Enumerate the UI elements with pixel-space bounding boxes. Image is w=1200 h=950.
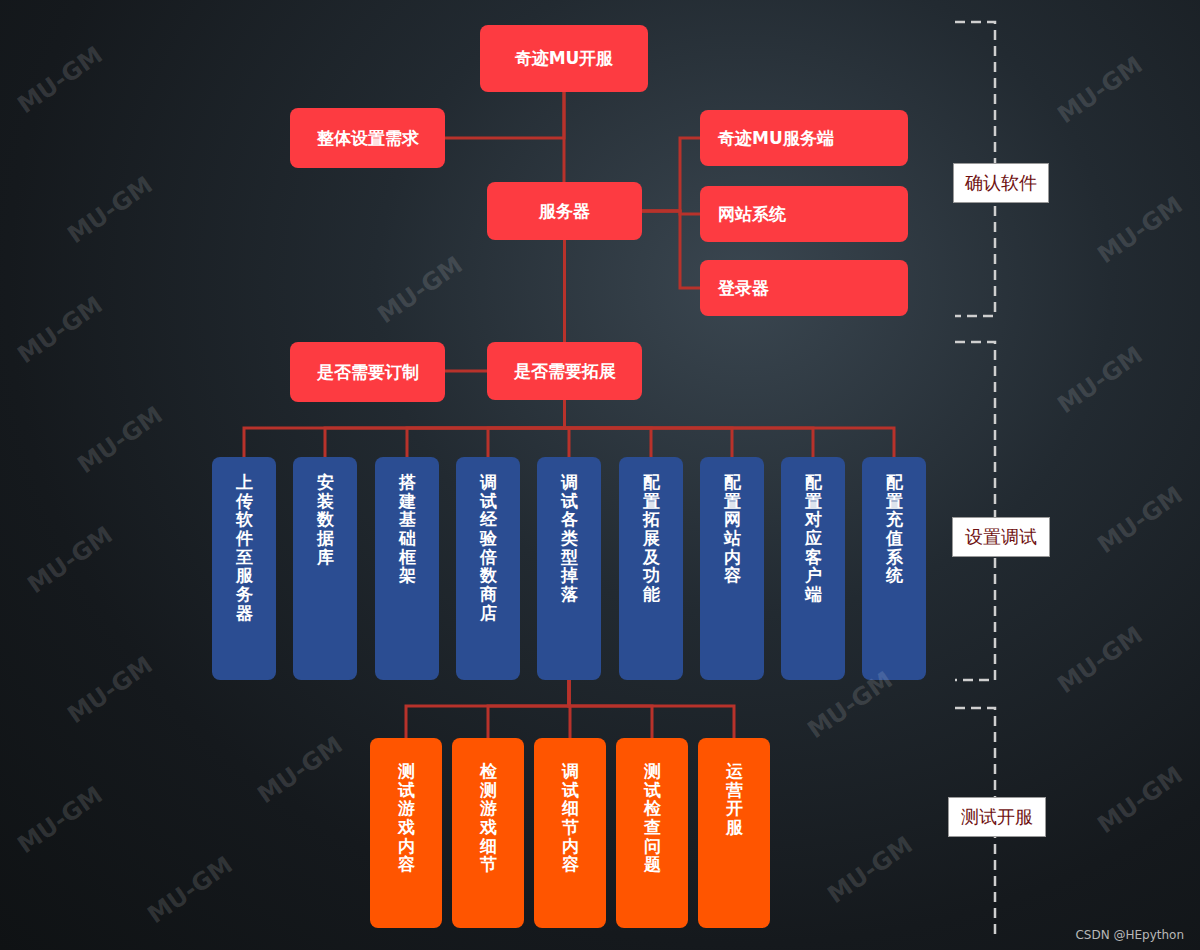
node-text: 测试检查问题 bbox=[644, 762, 661, 874]
connector-line bbox=[244, 400, 565, 457]
connector-line bbox=[406, 680, 569, 738]
watermark: MU-GM bbox=[1052, 621, 1147, 700]
watermark: MU-GM bbox=[1052, 341, 1147, 420]
watermark: MU-GM bbox=[1092, 761, 1187, 840]
watermark: MU-GM bbox=[252, 731, 347, 810]
node-text: 设置调试 bbox=[965, 525, 1037, 549]
step-column: 调试各类型掉落 bbox=[537, 457, 601, 680]
connector-line bbox=[488, 400, 565, 457]
process-box: 奇迹MU服务端 bbox=[700, 110, 908, 166]
process-box: 服务器 bbox=[487, 182, 642, 240]
test-column: 运营开服 bbox=[698, 738, 770, 928]
watermark: MU-GM bbox=[62, 171, 157, 250]
connector-line bbox=[407, 400, 565, 457]
test-column: 调试细节内容 bbox=[534, 738, 606, 928]
node-text: 网站系统 bbox=[718, 203, 786, 226]
connector-line bbox=[569, 680, 652, 738]
step-column: 配置充值系统 bbox=[862, 457, 926, 680]
credit-text: CSDN @HEpython bbox=[1075, 928, 1184, 942]
node-text: 是否需要订制 bbox=[317, 361, 419, 384]
connector-line bbox=[488, 680, 569, 738]
node-text: 服务器 bbox=[539, 200, 590, 223]
node-text: 配置网站内容 bbox=[724, 473, 741, 585]
node-text: 确认软件 bbox=[965, 171, 1037, 195]
connector-line bbox=[445, 92, 564, 138]
node-text: 奇迹MU服务端 bbox=[718, 127, 834, 150]
node-text: 测试游戏内容 bbox=[398, 762, 415, 874]
node-text: 整体设置需求 bbox=[317, 127, 419, 150]
step-column: 搭建基础框架 bbox=[375, 457, 439, 680]
node-text: 调试细节内容 bbox=[562, 762, 579, 874]
process-box: 网站系统 bbox=[700, 186, 908, 242]
watermark: MU-GM bbox=[1092, 191, 1187, 270]
watermark: MU-GM bbox=[62, 651, 157, 730]
node-text: 奇迹MU开服 bbox=[515, 47, 614, 70]
watermark: MU-GM bbox=[1092, 481, 1187, 560]
node-text: 登录器 bbox=[718, 277, 769, 300]
step-column: 配置拓展及功能 bbox=[619, 457, 683, 680]
node-text: 调试经验倍数商店 bbox=[480, 473, 497, 623]
process-box: 登录器 bbox=[700, 260, 908, 316]
watermark: MU-GM bbox=[72, 401, 167, 480]
process-box: 奇迹MU开服 bbox=[480, 25, 648, 92]
phase-label-box: 确认软件 bbox=[953, 163, 1049, 203]
connector-line bbox=[445, 370, 487, 373]
node-text: 是否需要拓展 bbox=[514, 360, 616, 383]
node-text: 测试开服 bbox=[961, 805, 1033, 829]
watermark: MU-GM bbox=[142, 851, 237, 930]
watermark: MU-GM bbox=[12, 291, 107, 370]
connector-line bbox=[325, 400, 565, 457]
test-column: 检测游戏细节 bbox=[452, 738, 524, 928]
node-text: 上传软件至服务器 bbox=[236, 473, 253, 623]
phase-label-box: 设置调试 bbox=[952, 517, 1050, 557]
step-column: 配置对应客户端 bbox=[781, 457, 845, 680]
phase-label-box: 测试开服 bbox=[948, 797, 1046, 837]
node-text: 配置拓展及功能 bbox=[643, 473, 660, 604]
watermark: MU-GM bbox=[12, 781, 107, 860]
process-box: 是否需要订制 bbox=[290, 342, 445, 402]
node-text: 安装数据库 bbox=[317, 473, 334, 566]
node-text: 搭建基础框架 bbox=[399, 473, 416, 585]
process-box: 整体设置需求 bbox=[290, 108, 445, 168]
test-column: 测试检查问题 bbox=[616, 738, 688, 928]
step-column: 上传软件至服务器 bbox=[212, 457, 276, 680]
node-text: 配置充值系统 bbox=[886, 473, 903, 585]
watermark: MU-GM bbox=[1052, 51, 1147, 130]
connector-line bbox=[569, 680, 734, 738]
node-text: 调试各类型掉落 bbox=[561, 473, 578, 604]
connector-line bbox=[642, 138, 700, 211]
watermark: MU-GM bbox=[22, 521, 117, 600]
node-text: 运营开服 bbox=[726, 762, 743, 837]
watermark: MU-GM bbox=[372, 251, 467, 330]
watermark: MU-GM bbox=[12, 41, 107, 120]
connector-line bbox=[642, 211, 700, 288]
process-box: 是否需要拓展 bbox=[487, 342, 642, 400]
test-column: 测试游戏内容 bbox=[370, 738, 442, 928]
step-column: 调试经验倍数商店 bbox=[456, 457, 520, 680]
node-text: 检测游戏细节 bbox=[480, 762, 497, 874]
watermark: MU-GM bbox=[822, 831, 917, 910]
step-column: 配置网站内容 bbox=[700, 457, 764, 680]
connector-line bbox=[563, 240, 566, 342]
connector-line bbox=[563, 92, 566, 182]
step-column: 安装数据库 bbox=[293, 457, 357, 680]
connector-line bbox=[565, 400, 895, 457]
node-text: 配置对应客户端 bbox=[805, 473, 822, 604]
